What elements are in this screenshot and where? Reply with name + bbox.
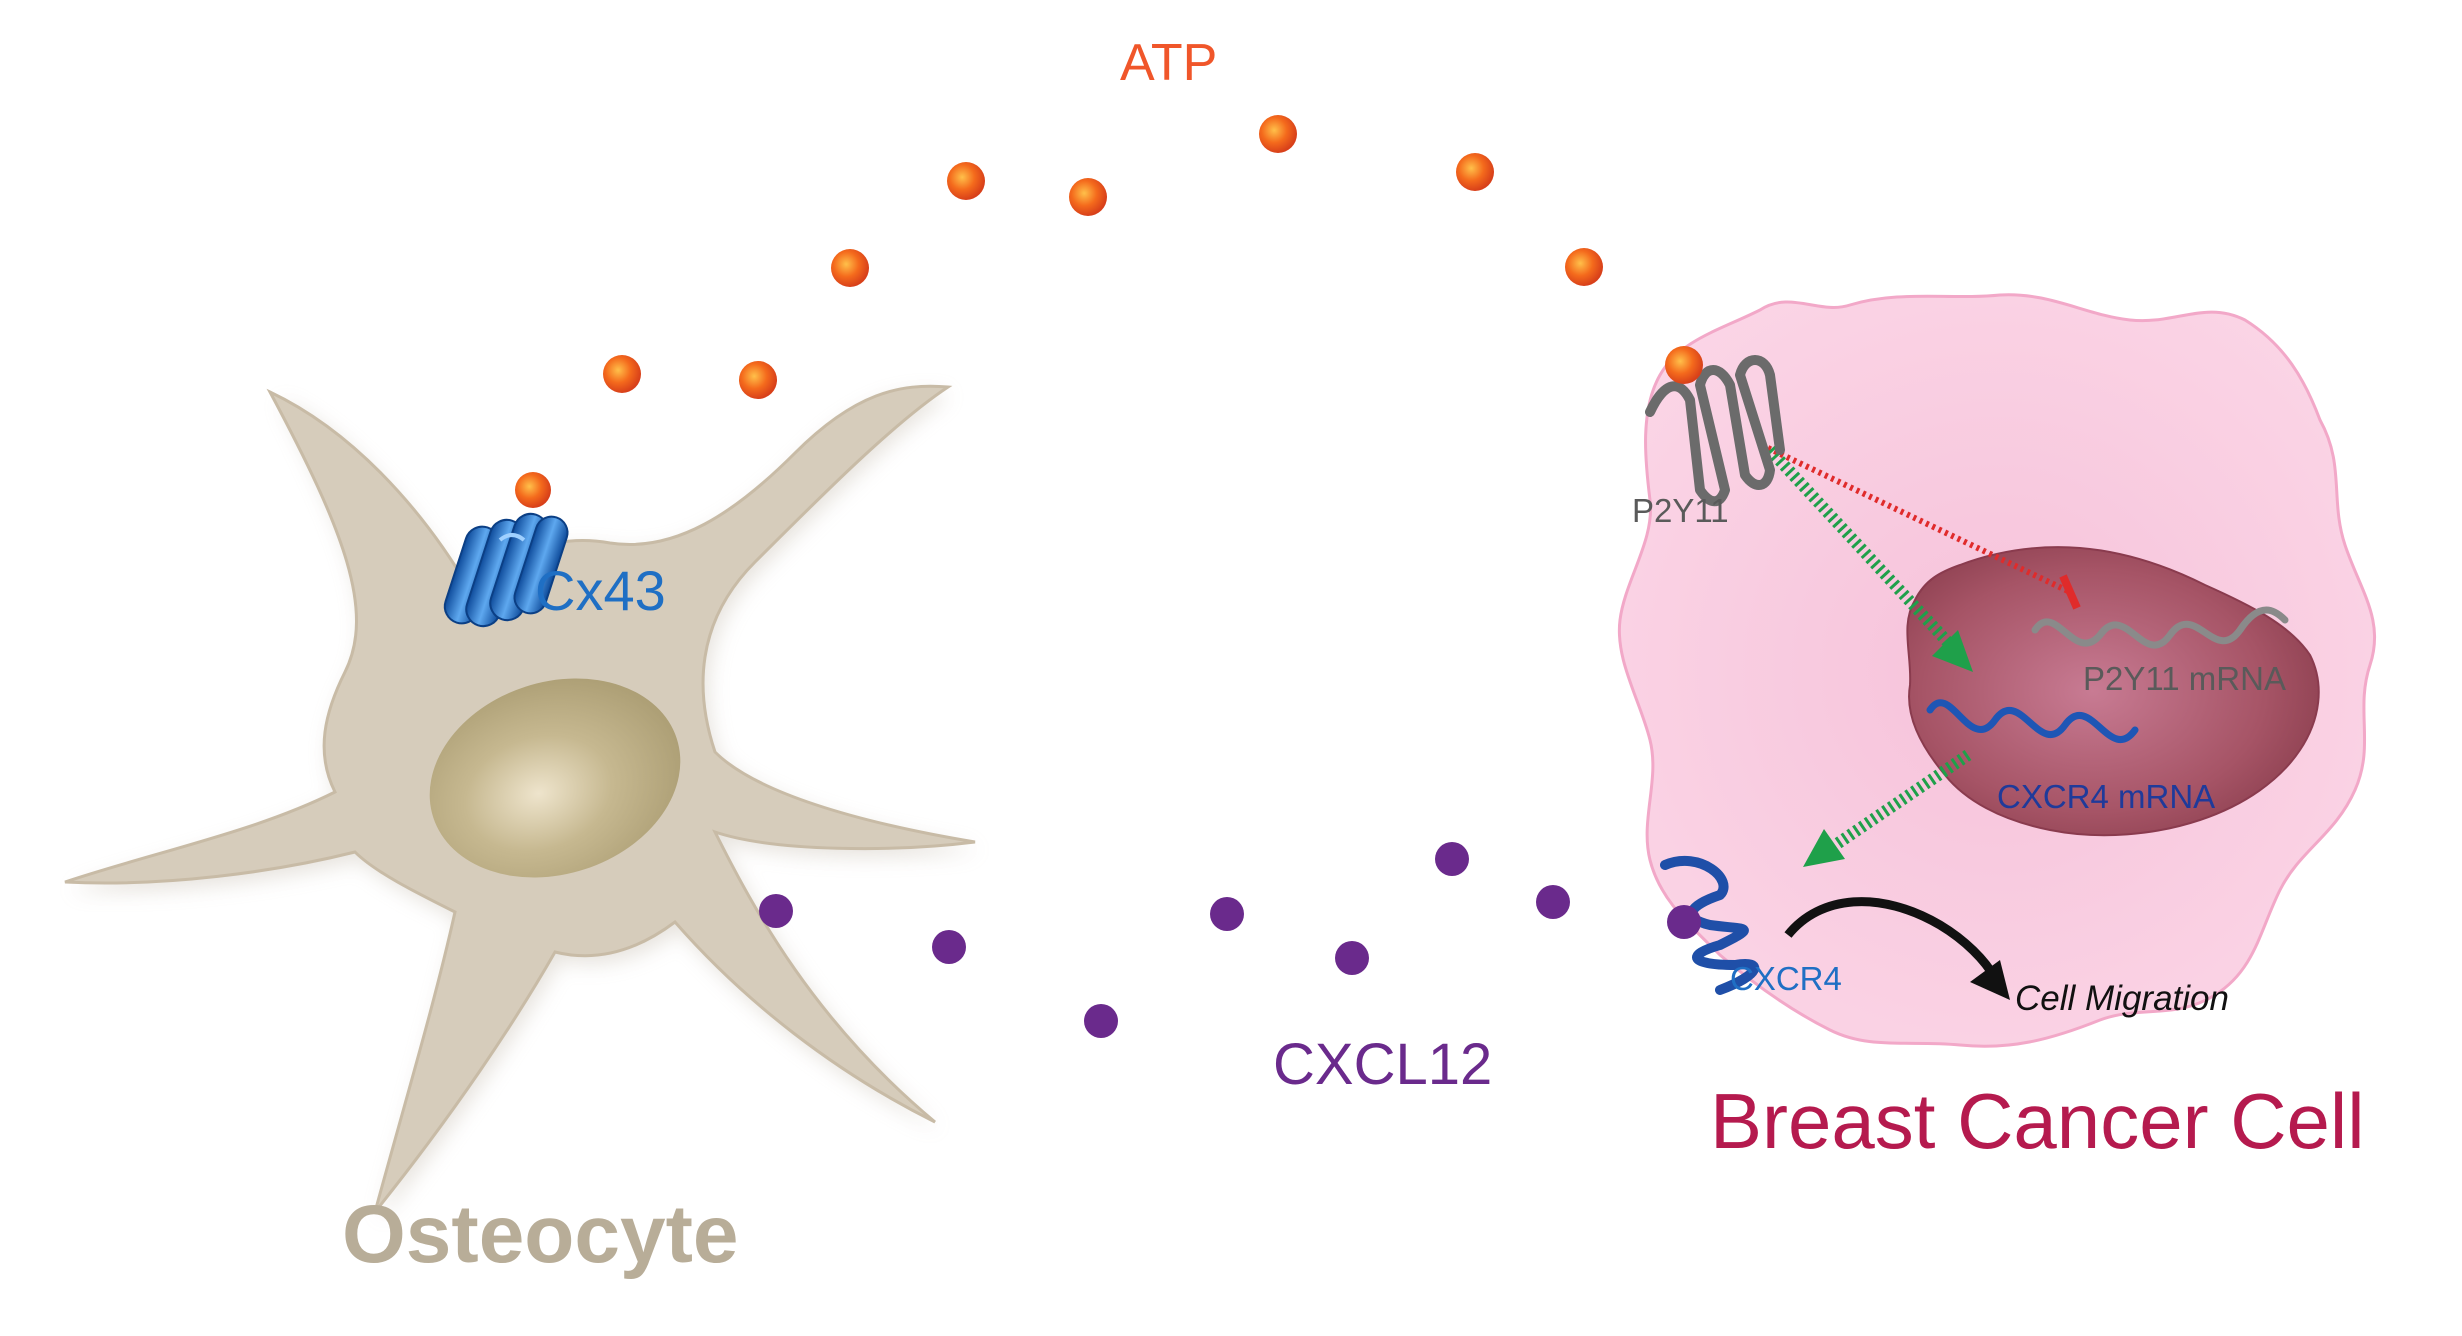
atp-label: ATP [1120,34,1217,92]
atp-dot [515,472,551,508]
cxcl12-label: CXCL12 [1273,1032,1492,1097]
cxcr4-mrna-icon [1926,699,2139,743]
cx43-channel-icon [443,512,569,628]
p2y11-mrna-label: P2Y11 mRNA [2083,660,2286,697]
cxcl12-dot [1335,941,1369,975]
p2y11-to-p2y11-mrna-inhibition-arrow [1766,445,2081,610]
cxcr4-receptor-icon [1660,855,1760,995]
cxcl12-dot [1084,1004,1118,1038]
osteocyte-nucleus [429,678,681,878]
p2y11-label: P2Y11 [1632,492,1729,529]
cxcr4-mrna-to-cxcr4-activation-arrow [1803,750,1972,867]
atp-particles [515,115,1703,508]
atp-dot [1456,153,1494,191]
osteocyte-label: Osteocyte [342,1189,739,1280]
atp-dot [603,355,641,393]
cancer-cell-nucleus [1906,546,2320,837]
breast-cancer-cell-label: Breast Cancer Cell [1710,1077,2365,1165]
p2y11-mrna-icon [2031,606,2289,649]
cxcl12-dot [1210,897,1244,931]
atp-dot [947,162,985,200]
p2y11-to-cxcr4-mrna-activation-arrow [1765,445,1973,672]
cxcl12-dot [759,894,793,928]
atp-dot [1069,178,1107,216]
cxcl12-dot [1667,905,1701,939]
osteocyte-cell [64,384,980,1220]
cxcl12-dot [1435,842,1469,876]
cx43-label: Cx43 [535,559,666,622]
cxcl12-dot [1536,885,1570,919]
atp-dot [1565,248,1603,286]
cxcr4-label: CXCR4 [1730,960,1842,997]
atp-dot [1259,115,1297,153]
cxcr4-mrna-label: CXCR4 mRNA [1997,778,2215,815]
cxcl12-dot [932,930,966,964]
cxcl12-particles [759,842,1701,1038]
atp-dot [1665,346,1703,384]
cell-migration-arrow [1784,897,2010,1000]
p2y11-receptor-icon [1645,355,1785,507]
cell-migration-label: Cell Migration [2015,979,2229,1018]
atp-dot [739,361,777,399]
atp-dot [831,249,869,287]
